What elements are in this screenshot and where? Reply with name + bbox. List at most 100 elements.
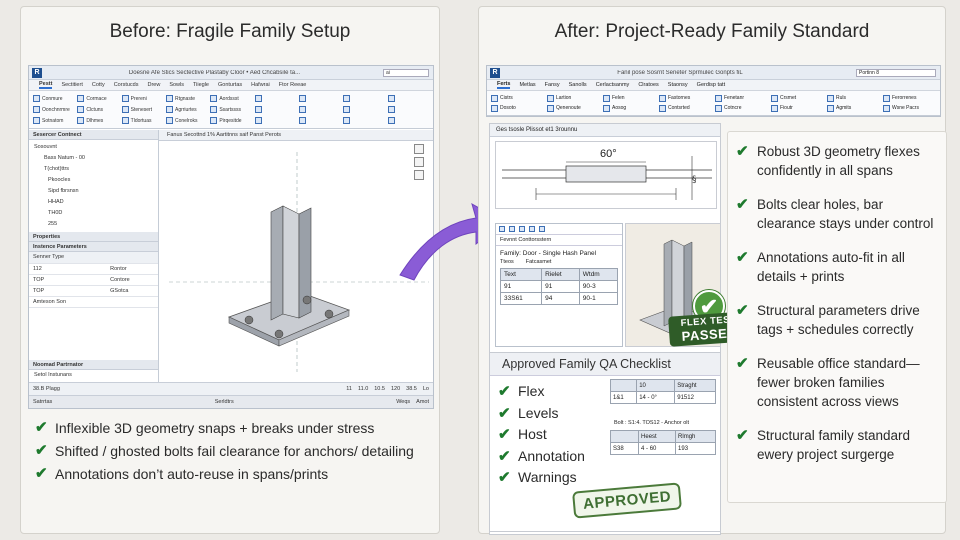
ribbon-button[interactable]: Cormace: [77, 93, 118, 104]
tree-item[interactable]: Pkoocles: [48, 177, 71, 183]
ribbon-button[interactable]: [387, 115, 429, 126]
tool-icon: [603, 104, 610, 112]
tool-icon: [121, 106, 129, 113]
ribbon-button[interactable]: Lartion: [547, 93, 600, 103]
tool-icon[interactable]: [499, 226, 505, 232]
ribbon-button[interactable]: Aosog: [603, 103, 656, 113]
ribbon-tab[interactable]: Cotty: [91, 82, 105, 88]
ribbon-tab[interactable]: Staonsy: [667, 82, 688, 88]
drawing-view[interactable]: Fanus Secottnd 1% Aartitnns saif Panst P…: [159, 130, 433, 382]
ribbon-button[interactable]: [343, 115, 384, 126]
search-input[interactable]: ai: [383, 68, 429, 77]
ribbon-button[interactable]: Sotnatom: [33, 115, 74, 126]
ribbon-tab[interactable]: Sanolls: [568, 82, 587, 88]
tree-item[interactable]: TH0D: [48, 210, 63, 216]
tool-icon[interactable]: [519, 226, 525, 232]
ribbon-button[interactable]: [298, 93, 340, 104]
ribbon-button[interactable]: [343, 104, 384, 115]
ribbon-button[interactable]: Cotncre: [715, 103, 768, 113]
ribbon-button[interactable]: Qenenoute: [547, 103, 600, 113]
tree-item[interactable]: 255: [48, 221, 58, 227]
tool-icon: [121, 117, 129, 124]
tool-icon[interactable]: [529, 226, 535, 232]
ribbon-button[interactable]: [298, 115, 340, 126]
ribbon-tab[interactable]: Drew: [147, 82, 161, 88]
ribbon-button[interactable]: Pirqesitde: [210, 115, 251, 126]
ribbon-button[interactable]: [298, 104, 340, 115]
ribbon-tab[interactable]: Clratoes: [638, 82, 659, 88]
ribbon-button[interactable]: [254, 93, 296, 104]
ribbon-button[interactable]: Fenetanr: [715, 93, 768, 103]
ribbon-button[interactable]: Aordssst: [210, 93, 251, 104]
ribbon-button[interactable]: Prereni: [121, 93, 163, 104]
workset-select[interactable]: Serldtrs: [214, 399, 234, 405]
tool-icon: [603, 94, 610, 102]
ribbon-button[interactable]: Ssartssss: [210, 104, 251, 115]
ribbon-button[interactable]: Ferorrenes: [883, 93, 936, 103]
ribbon-tab[interactable]: Sectitiert: [61, 82, 83, 88]
tool-icon[interactable]: [509, 226, 515, 232]
table-row[interactable]: Amteson Son: [29, 296, 158, 308]
instance-parameters-header: Instence Parameters: [29, 242, 158, 252]
ribbon-tab[interactable]: Ftor Reeae: [278, 82, 307, 88]
ribbon-button[interactable]: Cistrs: [491, 93, 544, 103]
ribbon-tab[interactable]: Tiiegle: [192, 82, 209, 88]
ribbon-button[interactable]: Felen: [603, 93, 656, 103]
ribbon-tab[interactable]: Hafwrai: [251, 82, 270, 88]
ribbon-tab[interactable]: Metlas: [519, 82, 536, 88]
ribbon-button[interactable]: Fioutr: [771, 103, 824, 113]
ribbon-tab[interactable]: Gonturtas: [217, 82, 243, 88]
ribbon-tab[interactable]: Pestt: [39, 81, 53, 89]
ribbon-button[interactable]: Tldortuas: [121, 115, 163, 126]
ribbon-button[interactable]: Contsrted: [659, 103, 712, 113]
check-icon: ✔: [736, 427, 749, 444]
ribbon-button[interactable]: Clctuns: [77, 104, 118, 115]
ribbon-button[interactable]: Dlhmes: [77, 115, 118, 126]
search-input[interactable]: Portinn 8: [856, 68, 936, 77]
ribbon-tab[interactable]: Cerlactsanmy: [595, 82, 630, 88]
tree-item[interactable]: T(chot)ttrs: [44, 166, 70, 172]
ribbon-button[interactable]: Oonchnrmre: [33, 104, 74, 115]
ribbon-button[interactable]: [387, 93, 429, 104]
ribbon-button[interactable]: [387, 104, 429, 115]
ribbon-button[interactable]: Rtgnaste: [165, 93, 207, 104]
table-row[interactable]: Senner Type: [29, 252, 158, 264]
ribbon-tab[interactable]: Fansy: [544, 82, 560, 88]
ribbon-button[interactable]: Conelroks: [165, 115, 207, 126]
ribbon-button[interactable]: Agrriurtes: [165, 104, 207, 115]
ribbon-tab[interactable]: Sowls: [169, 82, 184, 88]
view-cube-icon[interactable]: [411, 144, 427, 204]
view-tab[interactable]: Ges tsosle Plissot et1 3rounnu: [490, 124, 720, 137]
tree-item[interactable]: HHAD: [48, 199, 64, 205]
ribbon-tab[interactable]: Corstucds: [113, 82, 139, 88]
tool-icon: [715, 104, 722, 112]
ribbon-button[interactable]: Fastornes: [659, 93, 712, 103]
revit-logo-icon[interactable]: R: [32, 67, 42, 78]
ribbon-button[interactable]: [343, 93, 384, 104]
tree-header[interactable]: Sosouvnt: [34, 144, 57, 150]
tool-icon: [491, 94, 498, 102]
ribbon-button[interactable]: Wsne Pacrs: [883, 103, 936, 113]
ribbon-button[interactable]: [254, 104, 296, 115]
ribbon-button[interactable]: Crsmet: [771, 93, 824, 103]
ribbon-button[interactable]: Conmure: [33, 93, 74, 104]
tree-item[interactable]: Bass Natum - 00: [44, 155, 85, 161]
revit-logo-icon[interactable]: R: [490, 67, 500, 78]
ribbon-tab[interactable]: Gerdisp tatt: [696, 82, 726, 88]
tool-icon: [33, 117, 40, 124]
footer-item[interactable]: Setol Instunans: [34, 372, 72, 378]
tool-icon[interactable]: [539, 226, 545, 232]
ribbon-button[interactable]: Ruls: [827, 93, 880, 103]
ribbon-button[interactable]: [254, 115, 296, 126]
ribbon-button[interactable]: Stenesert: [121, 104, 163, 115]
ribbon-button[interactable]: Dosoto: [491, 103, 544, 113]
ribbon-tab[interactable]: Ferts: [497, 81, 511, 89]
ribbon-button[interactable]: Agmits: [827, 103, 880, 113]
tree-item[interactable]: Sipd fbrsnsn: [48, 188, 79, 194]
view-tab[interactable]: Fanus Secottnd 1% Aartitnns saif Panst P…: [159, 130, 433, 141]
